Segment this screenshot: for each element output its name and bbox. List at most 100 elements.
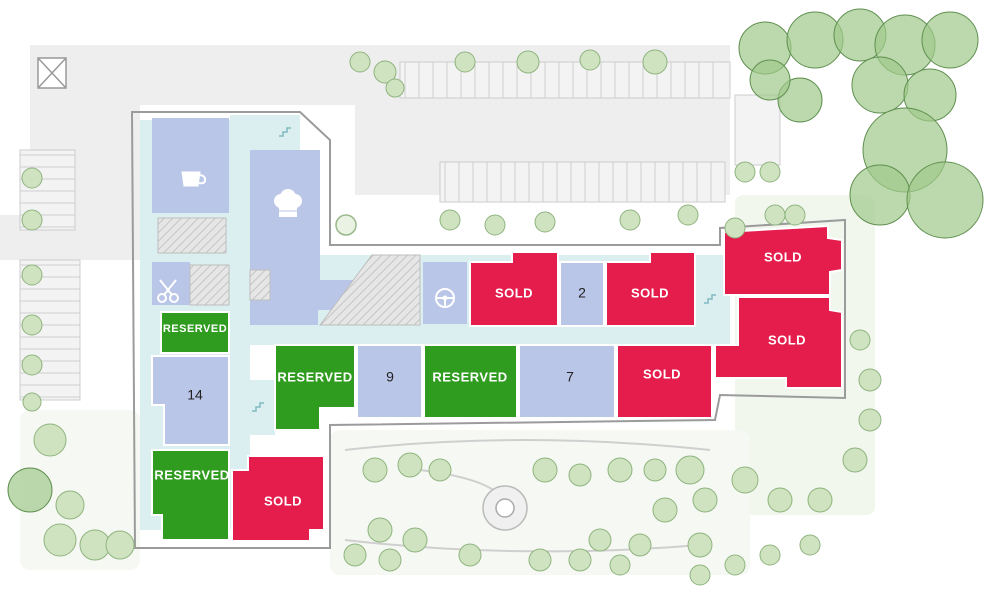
parking-row-south [439, 161, 726, 203]
tree-icon [724, 217, 746, 239]
unit[interactable]: RESERVED [160, 311, 230, 354]
tree-icon [516, 50, 540, 74]
unit-reserved-shape[interactable] [160, 311, 230, 354]
tree-icon [532, 457, 558, 483]
unit-number: 7 [566, 369, 574, 385]
tree-icon [528, 548, 552, 572]
unit-available-shape[interactable] [151, 355, 230, 446]
kitchen-room [250, 150, 355, 325]
unit[interactable]: RESERVED [423, 344, 518, 419]
tree-icon [7, 467, 53, 513]
unit-available-shape[interactable] [559, 261, 605, 327]
unit[interactable]: SOLD [723, 224, 843, 296]
tree-icon [458, 543, 482, 567]
tree-icon [759, 544, 781, 566]
tree-icon [397, 452, 423, 478]
unit-sold-shape[interactable] [231, 455, 325, 542]
tree-icon [764, 204, 786, 226]
unit[interactable]: 7 [518, 344, 616, 419]
tree-icon [921, 11, 979, 69]
parking-side-lot [734, 94, 781, 166]
tree-icon [378, 548, 402, 572]
tree-icon [687, 532, 713, 558]
tree-icon [799, 534, 821, 556]
tree-icon [734, 161, 756, 183]
tree-icon [21, 264, 43, 286]
tree-icon [402, 527, 428, 553]
unit[interactable]: 9 [356, 344, 423, 419]
tree-icon [677, 204, 699, 226]
tree-icon [675, 455, 705, 485]
tree-icon [619, 209, 641, 231]
unit-label: SOLD [764, 249, 802, 264]
stairs-icon [279, 127, 291, 137]
unit[interactable]: RESERVED [151, 449, 230, 541]
tree-icon [33, 423, 67, 457]
unit-reserved-shape[interactable] [151, 449, 230, 541]
unit-available-shape[interactable] [356, 344, 423, 419]
unit[interactable]: SOLD [616, 344, 713, 419]
tree-icon [385, 78, 405, 98]
unit-label: SOLD [643, 366, 681, 381]
unit[interactable]: SOLD [469, 251, 559, 327]
tree-icon [484, 214, 506, 236]
unit[interactable]: SOLD [714, 296, 843, 389]
unit[interactable]: RESERVED [274, 344, 356, 431]
tree-icon [628, 533, 652, 557]
roads-and-parking [0, 45, 781, 401]
tree-icon [362, 457, 388, 483]
unit-reserved-shape[interactable] [423, 344, 518, 419]
tree-icon [609, 554, 631, 576]
tree-icon [21, 209, 43, 231]
tree-icon [642, 49, 668, 75]
cafe-room [152, 118, 229, 213]
unit-number: 14 [187, 387, 203, 403]
unit[interactable]: 2 [559, 261, 605, 327]
unit-label: SOLD [495, 285, 533, 300]
unit-label: SOLD [631, 285, 669, 300]
tree-icon [55, 490, 85, 520]
tree-icon [749, 59, 791, 101]
tree-icon [777, 77, 823, 123]
unit-sold-shape[interactable] [605, 251, 696, 327]
unit[interactable]: 14 [151, 355, 230, 446]
tree-icon [568, 463, 592, 487]
tree-icon [784, 204, 806, 226]
unit-label: RESERVED [277, 369, 352, 384]
unit-label: RESERVED [163, 323, 227, 335]
unit-sold-shape[interactable] [714, 296, 843, 389]
unit-label: RESERVED [432, 369, 507, 384]
tree-icon [858, 368, 882, 392]
unit-label: RESERVED [154, 467, 229, 482]
unit-label: SOLD [264, 493, 302, 508]
garage-room [423, 262, 467, 324]
unit-sold-shape[interactable] [723, 224, 843, 296]
tree-icon [21, 314, 43, 336]
tree-icon [851, 56, 909, 114]
tree-icon [534, 211, 556, 233]
tree-icon [643, 458, 667, 482]
parking-row-north [399, 61, 731, 99]
tree-icon [373, 60, 397, 84]
unit-sold-shape[interactable] [616, 344, 713, 419]
tree-icon [349, 51, 371, 73]
tree-icon [43, 523, 77, 557]
unit-available-shape[interactable] [518, 344, 616, 419]
tree-icon [858, 408, 882, 432]
tree-icon [21, 167, 43, 189]
unit-number: 9 [386, 369, 394, 385]
tree-icon [105, 530, 135, 560]
scissors-icon [157, 279, 179, 303]
tree-icon [428, 458, 452, 482]
tree-icon [568, 548, 592, 572]
unit[interactable]: SOLD [231, 455, 325, 542]
unit-sold-shape[interactable] [469, 251, 559, 327]
tree-icon [343, 543, 367, 567]
unit-reserved-shape[interactable] [274, 344, 356, 431]
trees-layer [7, 8, 984, 586]
tree-icon [21, 354, 43, 376]
unit-label: SOLD [768, 332, 806, 347]
unit[interactable]: SOLD [605, 251, 696, 327]
chef-hat-icon [274, 189, 302, 217]
